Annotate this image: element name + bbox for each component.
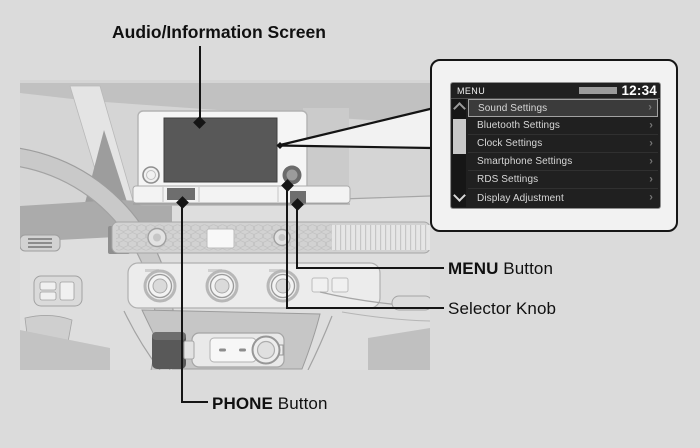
menu-item-row[interactable]: Clock Settings › [468,135,658,153]
audio-information-screen [163,117,278,183]
selector-callout-vline [286,188,288,308]
menu-button-label: MENU Button [448,259,553,279]
chevron-right-icon: › [649,155,653,168]
chevron-up-icon[interactable] [453,102,466,115]
menu-callout-hline [296,267,444,269]
menu-item-label: Bluetooth Settings [477,120,560,131]
menu-item-row[interactable]: Bluetooth Settings › [468,117,658,135]
audio-screen-callout-line [199,46,201,121]
header-divider [451,98,660,99]
hazard-switch [206,228,235,249]
chevron-right-icon: › [649,173,653,186]
climate-knob-left [143,269,177,303]
menu-item-label: RDS Settings [477,174,539,185]
menu-item-label: Clock Settings [477,138,543,149]
scrollbar[interactable] [452,99,466,207]
menu-list: Sound Settings›Bluetooth Settings›Clock … [468,99,658,207]
shift-lever [152,332,186,369]
phone-button-label: PHONE Button [212,394,328,414]
clock-display: 12:34 [621,83,657,98]
menu-button-label-name: MENU [448,259,499,278]
button-tray [132,185,351,204]
menu-screen-title: MENU [457,85,486,96]
menu-callout-vline [296,207,298,269]
menu-screen: MENU 12:34 Sound Settings›Bluetooth Sett… [451,83,660,208]
inset-pointer-wedge [276,107,433,150]
menu-item-row[interactable]: Smartphone Settings › [468,153,658,171]
phone-callout-vline [181,205,183,403]
menu-item-row[interactable]: RDS Settings › [468,171,658,189]
menu-item-label: Sound Settings [478,102,548,114]
chevron-right-icon: › [649,191,653,204]
menu-item-row[interactable]: Display Adjustment › [468,189,658,207]
climate-knob-right [266,269,300,303]
volume-knob [142,166,160,184]
menu-screen-body: Sound Settings›Bluetooth Settings›Clock … [451,99,660,207]
chevron-down-icon[interactable] [453,189,466,202]
chevron-right-icon: › [649,119,653,132]
audio-screen-label: Audio/Information Screen [112,22,326,42]
scrollbar-thumb[interactable] [452,119,466,154]
selector-knob-label: Selector Knob [448,299,557,318]
menu-item-label: Smartphone Settings [477,156,573,167]
menu-item-row[interactable]: Sound Settings › [468,99,658,117]
console-dial [251,335,284,365]
door-handle-pocket [391,295,430,311]
wheel-button-pod [33,275,83,307]
selector-callout-hline [286,307,444,309]
phone-button [167,188,195,200]
menu-screen-header: MENU 12:34 [451,83,660,98]
menu-item-label: Display Adjustment [477,192,564,204]
menu-screen-inset: MENU 12:34 Sound Settings›Bluetooth Sett… [430,59,678,232]
climate-panel [127,262,381,309]
door-shade-right [368,328,430,370]
vent-strip [111,221,430,254]
phone-button-label-name: PHONE [212,394,273,413]
climate-knob-center [205,269,239,303]
footwell-shade-left [20,330,110,370]
phone-button-label-suffix: Button [272,394,328,413]
header-indicator-bar [579,87,618,94]
menu-button-label-suffix: Button [498,259,554,278]
chevron-right-icon: › [648,101,652,114]
chevron-right-icon: › [649,137,653,150]
phone-callout-hline [181,401,208,403]
center-console [123,309,333,370]
